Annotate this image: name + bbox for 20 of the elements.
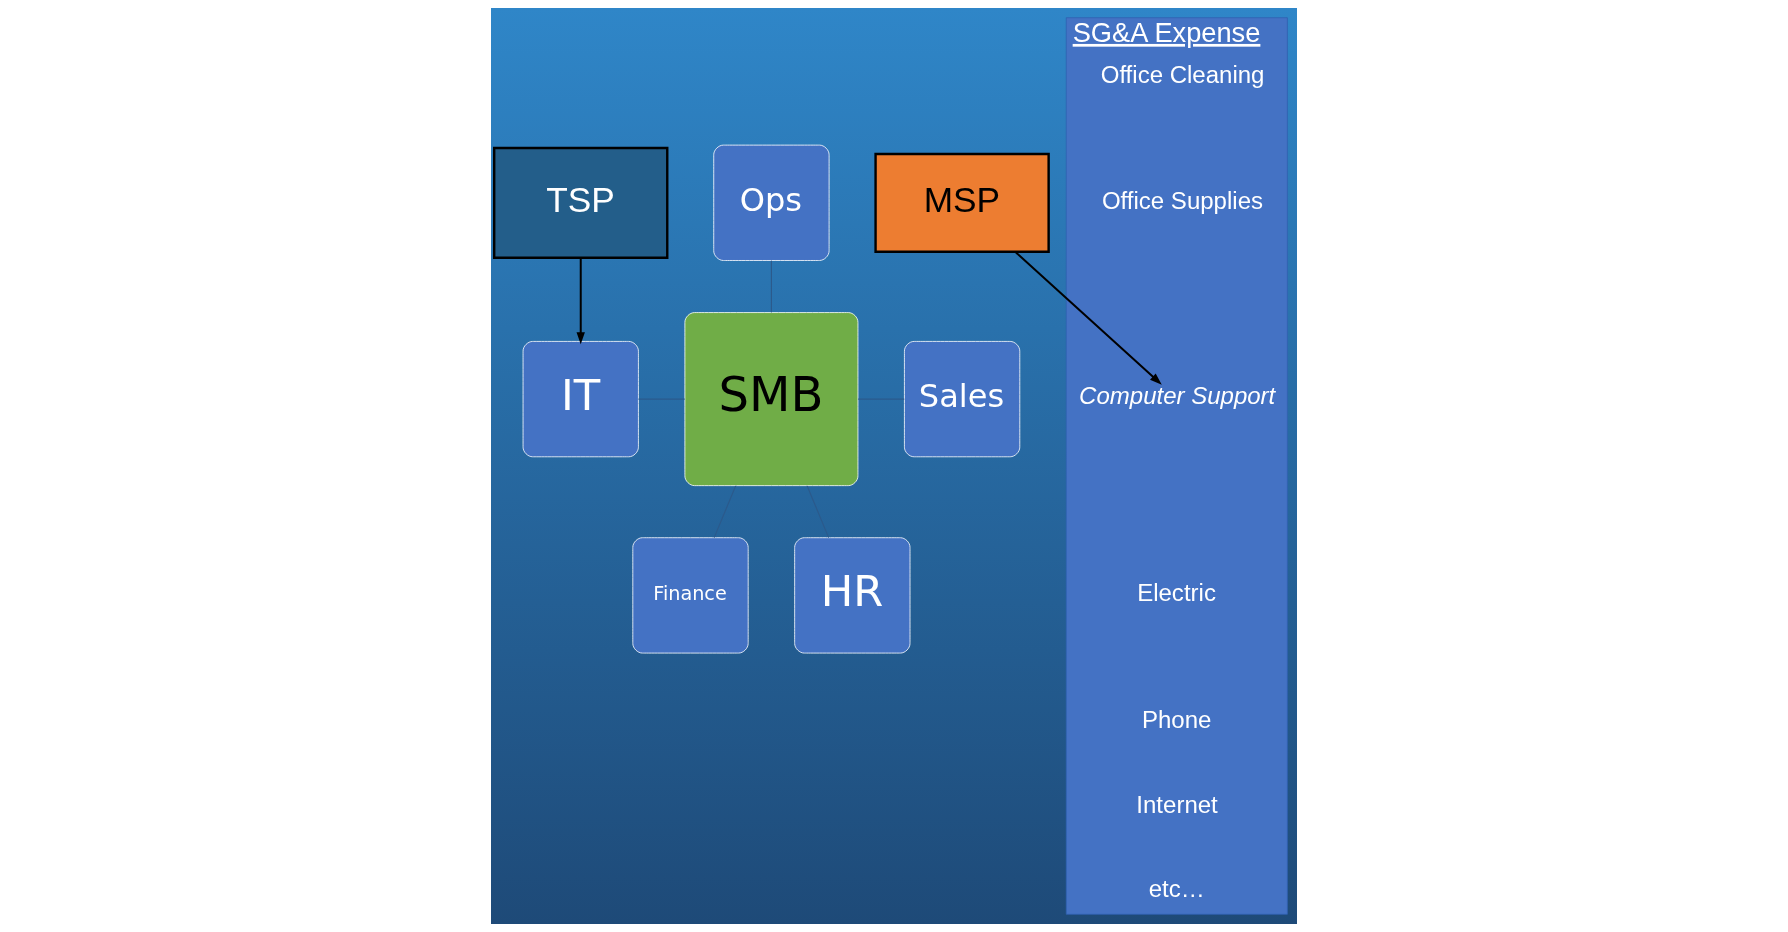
node-box: Finance (632, 537, 749, 654)
node-box: IT (522, 341, 639, 458)
label: Electric (1137, 579, 1216, 607)
connector (770, 260, 772, 313)
label: Internet (1136, 790, 1218, 818)
node-box: HR (794, 537, 911, 654)
arrow (576, 256, 585, 345)
connector (806, 485, 830, 539)
node-box: SMB (684, 312, 859, 487)
node-box: TSP (493, 146, 669, 259)
arrow (1014, 250, 1162, 385)
connector (713, 485, 737, 539)
label: Phone (1141, 705, 1212, 733)
label: Office Cleaning (1100, 60, 1265, 88)
node-box: Ops (713, 144, 830, 261)
node-text: Computer Support (1079, 382, 1276, 410)
node-box: MSP (874, 152, 1050, 253)
label: etc… (1148, 875, 1205, 903)
node-box: Sales (904, 341, 1021, 458)
label: Office Supplies (1101, 186, 1263, 214)
